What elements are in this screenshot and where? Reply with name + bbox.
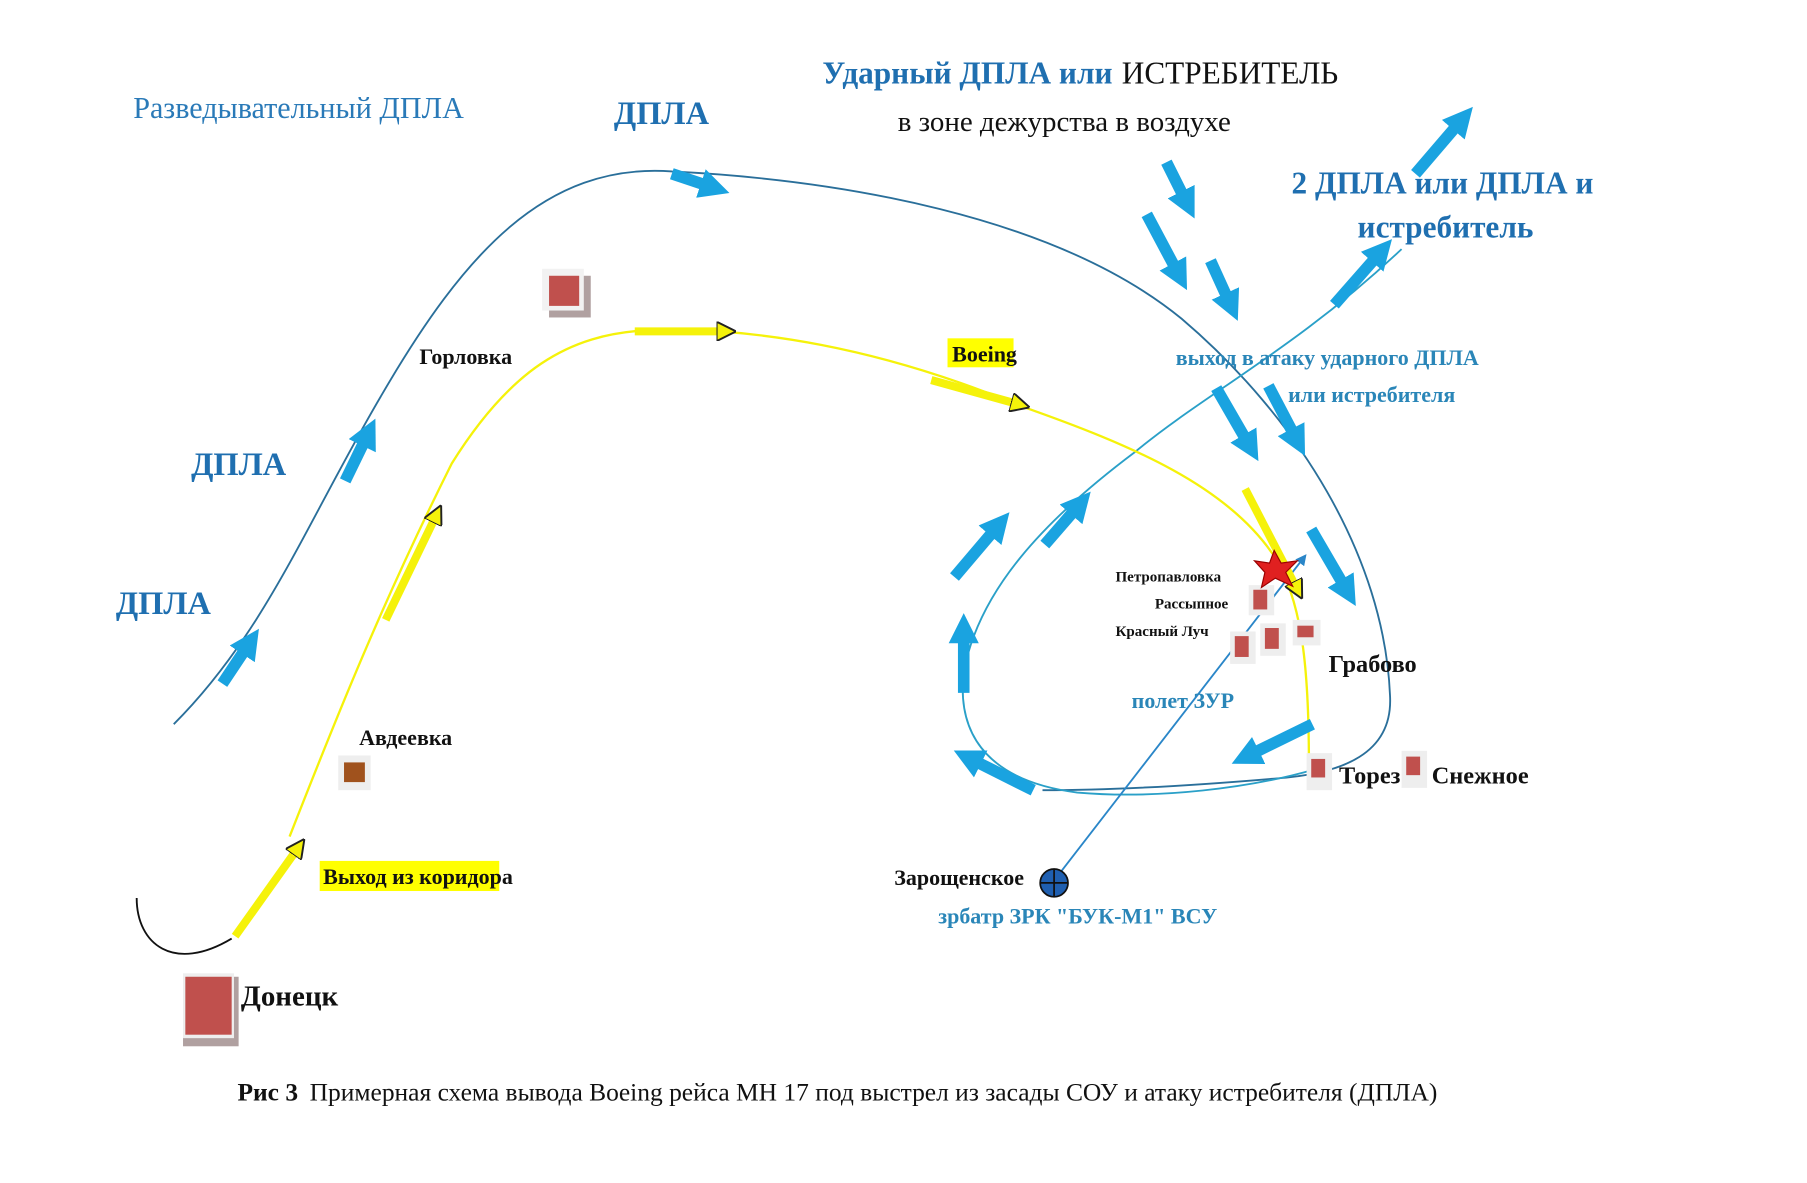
blue-arrow: [670, 168, 730, 198]
corridor-label-bg: [319, 860, 500, 892]
blue-arrow: [1205, 258, 1240, 321]
yellow-arrow: [382, 519, 435, 622]
blue-arrow: [1330, 239, 1392, 309]
boeing-label: Boeing: [952, 342, 1017, 367]
patrol-zone-label: в зоне дежурства в воздухе: [898, 106, 1231, 138]
settlement-markers: [183, 268, 1428, 1047]
uav-direction-arrows: [217, 106, 1473, 796]
blue-arrow: [217, 628, 259, 687]
attack-label-2: или истребителя: [1288, 382, 1455, 407]
sam-battery-target-icon: [1039, 868, 1069, 898]
place-donetsk: Донецк: [241, 981, 339, 1013]
place-rassypnoe: Рассыпное: [1155, 596, 1229, 612]
uav-label-low: ДПЛА: [116, 586, 212, 622]
yellow-arrow: [231, 852, 295, 939]
blue-arrow: [339, 418, 376, 484]
place-snezhnoe: Снежное: [1432, 762, 1529, 789]
blue-arrow: [953, 750, 1036, 796]
uav-label-top: ДПЛА: [614, 96, 710, 132]
caption-text: Примерная схема вывода Boeing рейса МН 1…: [310, 1078, 1438, 1107]
blue-arrow: [1263, 383, 1306, 456]
strike-prefix: Ударный ДПЛА или: [822, 55, 1112, 90]
two-uav-label-2: истребитель: [1358, 210, 1534, 245]
missile-flight-label: полет ЗУР: [1132, 688, 1234, 713]
strike-uav-track: [961, 248, 1403, 796]
corridor-exit-label: Выход из коридора: [323, 864, 513, 889]
place-petropavlovka: Петропавловка: [1115, 570, 1221, 586]
place-gorlovka: Горловка: [419, 344, 512, 369]
strike-fighter: ИСТРЕБИТЕЛЬ: [1122, 55, 1338, 90]
exit-curve: [135, 897, 233, 955]
recon-uav-label: Разведывательный ДПЛА: [133, 91, 464, 125]
blue-arrow: [1231, 718, 1315, 765]
yellow-arrow: [930, 376, 1014, 403]
settlement-square: [549, 275, 580, 306]
blue-arrow: [1141, 211, 1188, 291]
blue-arrow: [1411, 106, 1473, 178]
sam-battery-label: зрбатр ЗРК "БУК-М1" ВСУ: [938, 903, 1217, 928]
caption-prefix: Рис 3: [237, 1078, 298, 1107]
settlement-square: [344, 762, 365, 783]
place-krasny-luch: Красный Луч: [1115, 624, 1209, 640]
place-avdeevka: Авдеевка: [359, 725, 452, 750]
crash-star-icon: [1252, 548, 1299, 589]
blue-arrow: [1306, 526, 1356, 606]
strike-uav-title: Ударный ДПЛА или ИСТРЕБИТЕЛЬ: [822, 55, 1338, 90]
place-zaroshchenskoe: Зарощенское: [894, 865, 1024, 890]
uav-label-mid: ДПЛА: [191, 447, 287, 483]
two-uav-label-1: 2 ДПЛА или ДПЛА и: [1292, 165, 1594, 200]
boeing-label-bg: [947, 338, 1014, 368]
donetsk-square: [185, 976, 232, 1035]
place-grabovo: Грабово: [1329, 651, 1417, 678]
blue-arrow: [1040, 491, 1091, 549]
blue-arrow: [950, 512, 1010, 581]
blue-arrow: [1211, 385, 1259, 462]
place-torez: Торез: [1339, 762, 1401, 789]
blue-arrow: [1161, 159, 1195, 219]
attack-label-1: выход в атаку ударного ДПЛА: [1176, 345, 1479, 370]
figure-caption: Рис 3 Примерная схема вывода Boeing рейса…: [237, 1078, 1437, 1107]
